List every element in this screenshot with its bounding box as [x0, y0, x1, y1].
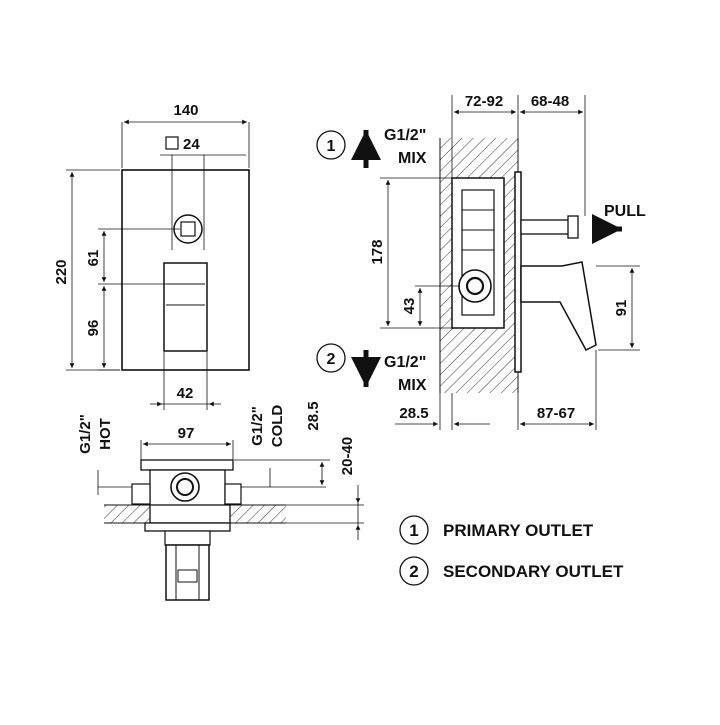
front-view	[66, 119, 250, 410]
hot-label: HOT	[97, 418, 114, 450]
cold-label: COLD	[269, 405, 286, 448]
dim-wall-range-label: 20-40	[339, 437, 356, 475]
legend: 1 PRIMARY OUTLET 2 SECONDARY OUTLET	[399, 515, 624, 586]
dim-center-offset-label: 43	[401, 298, 418, 315]
legend-label: PRIMARY OUTLET	[443, 521, 594, 540]
outlet-2-number: 2	[327, 351, 336, 368]
dim-lever-height-label: 91	[613, 300, 630, 317]
plan-view-labels: 97 G1/2" HOT G1/2" COLD 28.5 20-40	[77, 401, 356, 475]
outlet-2-number-circle	[316, 343, 346, 373]
outlet-1-number-circle	[316, 130, 346, 160]
dim-upper-label: 61	[85, 250, 102, 267]
outlet-1-label: MIX	[398, 150, 427, 167]
legend-item-secondary: 2 SECONDARY OUTLET	[399, 556, 624, 586]
outlet-2-label: MIX	[398, 377, 427, 394]
dim-plan-width-label: 97	[178, 425, 195, 442]
dim-height-label: 220	[53, 259, 70, 284]
dim-lower-label: 96	[85, 320, 102, 337]
plan-view	[97, 440, 364, 601]
dim-knob-label: 24	[183, 136, 200, 153]
side-view	[316, 95, 640, 430]
legend-number: 1	[409, 521, 418, 540]
dim-port-height-label: 178	[369, 239, 386, 264]
legend-number-circle	[399, 515, 429, 545]
dim-plan-offset-label: 28.5	[305, 401, 322, 430]
front-view-labels: 140 24 220 61 96 42	[53, 102, 200, 402]
dim-depth1-label: 72-92	[465, 93, 503, 110]
front-plate	[121, 169, 250, 371]
side-view-labels: 72-92 68-48 178 43 91 28.5 87-67 PULL G1…	[327, 93, 646, 422]
legend-item-primary: 1 PRIMARY OUTLET	[399, 515, 594, 545]
dim-width-label: 140	[173, 102, 198, 119]
outlet-1-size: G1/2"	[384, 127, 426, 144]
legend-number-circle	[399, 556, 429, 586]
knob-square	[180, 221, 196, 237]
dim-lever-width-label: 42	[177, 385, 194, 402]
cold-size-label: G1/2"	[249, 406, 266, 446]
pull-label: PULL	[604, 203, 646, 220]
dim-wall-offset-label: 28.5	[399, 405, 428, 422]
side-plate	[514, 171, 522, 373]
outlet-2-size: G1/2"	[384, 354, 426, 371]
dim-depth2-label: 68-48	[531, 93, 569, 110]
legend-number: 2	[409, 562, 418, 581]
lever-plate	[163, 262, 208, 352]
valve-port-circle	[170, 472, 200, 502]
side-port-circle	[458, 269, 492, 303]
side-lever	[520, 261, 597, 351]
dim-projection-label: 87-67	[537, 405, 575, 422]
hot-size-label: G1/2"	[77, 414, 94, 454]
legend-label: SECONDARY OUTLET	[443, 562, 624, 581]
outlet-1-number: 1	[327, 138, 336, 155]
